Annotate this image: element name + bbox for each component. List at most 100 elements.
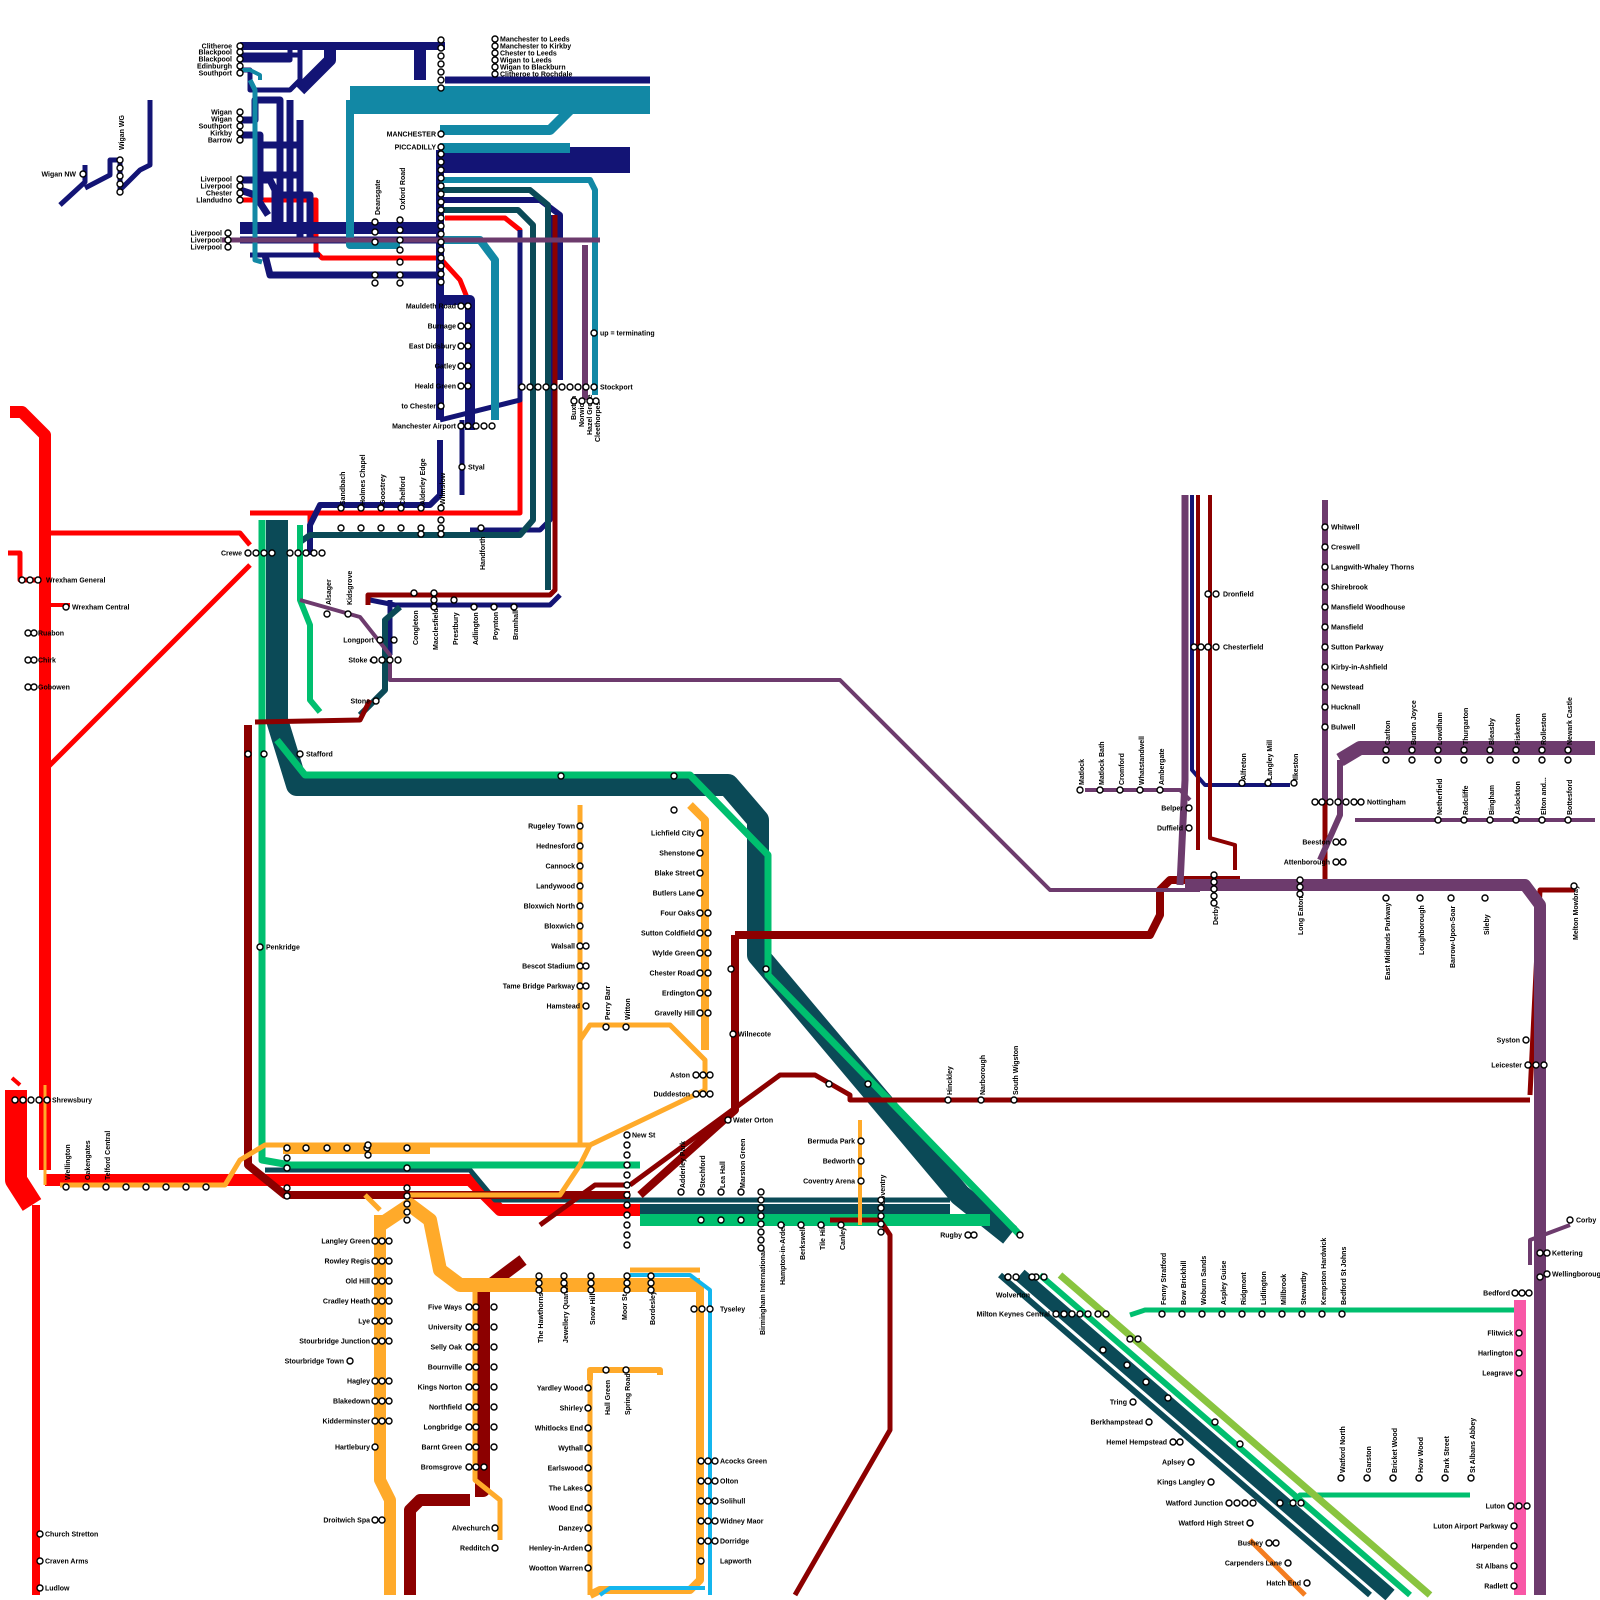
station-marker-rowley-regis	[371, 1257, 379, 1265]
station-marker-ridgmont	[1238, 1310, 1246, 1318]
station-marker-liverpool5	[224, 243, 232, 251]
station-marker-styal	[458, 463, 466, 471]
junction-marker	[437, 190, 445, 198]
station-label-derby: Derby	[1213, 905, 1220, 925]
junction-marker	[437, 182, 445, 190]
station-marker-bournville	[472, 1363, 480, 1371]
station-marker-crewe	[294, 549, 302, 557]
station-markers	[11, 35, 1578, 1592]
station-label-garston: Garston	[1366, 1446, 1373, 1473]
station-label-carpenders-park: Carpenders Lane	[1225, 1561, 1282, 1568]
line-west-coast	[265, 187, 1395, 1600]
station-label-prestbury: Prestbury	[453, 612, 460, 645]
station-marker-stockport	[558, 383, 566, 391]
station-label-longbridge: Longbridge	[424, 1425, 463, 1432]
station-marker-duffield	[1185, 824, 1193, 832]
junction-marker	[437, 262, 445, 270]
station-marker-stone	[372, 697, 380, 705]
station-marker-rugby	[964, 1231, 972, 1239]
station-marker-bedford	[1525, 1289, 1533, 1297]
station-marker-tring	[1129, 1398, 1137, 1406]
station-label-alsager: Alsager	[326, 579, 333, 605]
station-label-wigan-blackburn: Wigan to Blackburn	[500, 65, 566, 72]
station-marker-nottingham	[1334, 798, 1342, 806]
station-marker-wrexham-general	[26, 576, 34, 584]
station-label-bulwell: Bulwell	[1331, 725, 1356, 732]
station-label-beeston: Beeston	[1302, 840, 1330, 847]
station-marker-chesterfield	[1212, 643, 1220, 651]
junction-marker	[1276, 1499, 1284, 1507]
station-marker-solihull	[697, 1497, 705, 1505]
station-label-barnt-green: Barnt Green	[422, 1445, 462, 1452]
station-marker-manchester-airport	[457, 422, 465, 430]
station-label-luton: Luton	[1486, 1504, 1505, 1511]
station-marker-aslockton	[1512, 816, 1520, 824]
station-marker-selly-oak	[465, 1343, 473, 1351]
station-marker-kidderminster	[385, 1417, 393, 1425]
station-marker-stoke	[378, 656, 386, 664]
station-marker-acocks-green	[711, 1457, 719, 1465]
station-marker-manchester-airport	[464, 422, 472, 430]
station-label-cradley-heath: Cradley Heath	[323, 1299, 370, 1306]
station-label-whatstandwell: Whatstandwell	[1139, 736, 1146, 785]
station-marker-harlington	[1515, 1349, 1523, 1357]
station-marker-solihull	[704, 1497, 712, 1505]
station-label-southport2: Southport	[199, 124, 233, 131]
station-label-leicester: Leicester	[1491, 1063, 1522, 1070]
station-marker-manchester	[437, 130, 445, 138]
station-label-bournville: Bournville	[428, 1365, 462, 1372]
station-marker-new-st	[623, 1241, 631, 1249]
station-marker-northfield	[490, 1403, 498, 1411]
station-marker-barnt-green	[472, 1443, 480, 1451]
station-label-solihull: Solihull	[720, 1499, 745, 1506]
station-label-bedford-st-johns: Bedford St Johns	[1341, 1247, 1348, 1305]
station-marker-leicester	[1524, 1061, 1532, 1069]
station-marker-beeston	[1339, 838, 1347, 846]
station-marker-burton-joyce	[1408, 756, 1416, 764]
station-label-lichfield-city: Lichfield City	[651, 831, 695, 838]
station-label-kings-norton: Kings Norton	[418, 1385, 462, 1392]
station-marker-derby	[1210, 899, 1218, 907]
station-marker-alderley-edge	[417, 530, 425, 538]
station-marker-tile-hill	[817, 1221, 825, 1229]
station-marker-gravelly-hill	[696, 1009, 704, 1017]
station-marker-matlock-bath	[1096, 786, 1104, 794]
station-marker-deansgate	[371, 218, 379, 226]
station-marker-stourbridge-junction	[371, 1337, 379, 1345]
station-label-duffield: Duffield	[1157, 826, 1183, 833]
station-marker-chester	[236, 189, 244, 197]
station-marker-whitwell	[1321, 523, 1329, 531]
station-label-bramhall: Bramhall	[513, 610, 520, 640]
station-marker-nottingham	[1350, 798, 1358, 806]
junction-marker	[364, 1141, 372, 1149]
junction-marker	[437, 44, 445, 52]
station-label-rugby: Rugby	[940, 1233, 962, 1240]
station-marker-shirley	[584, 1404, 592, 1412]
station-marker-elton	[1538, 816, 1546, 824]
station-marker-crewe	[302, 549, 310, 557]
station-marker-macclesfield	[430, 589, 438, 597]
station-marker-mansfield	[1321, 623, 1329, 631]
station-marker-coventry	[877, 1204, 885, 1212]
station-marker-gobowen	[24, 683, 32, 691]
station-label-piccadilly: PICCADILLY	[395, 145, 437, 152]
station-label-ilkeston: Ilkeston	[1293, 754, 1300, 780]
station-label-lye: Lye	[358, 1319, 370, 1326]
station-marker-long-eaton	[1296, 883, 1304, 891]
station-marker-oxford-road	[396, 236, 404, 244]
station-label-stechford: Stechford	[700, 1155, 707, 1188]
junction-marker	[1084, 1310, 1092, 1318]
station-label-liverpool3: Liverpool	[190, 231, 222, 238]
station-marker-kings-langley	[1207, 1478, 1215, 1486]
station-marker-marston-green	[757, 1244, 765, 1252]
station-label-liverpool1: Liverpool	[200, 177, 232, 184]
junction-marker	[437, 214, 445, 222]
station-label-adlington: Adlington	[473, 612, 480, 645]
station-marker-loughborough	[1416, 894, 1424, 902]
station-label-kirkby-ashfield: Kirby-in-Ashfield	[1331, 665, 1387, 672]
station-marker-bloxwich-north	[576, 902, 584, 910]
station-marker-new-st	[623, 1181, 631, 1189]
station-marker-wigan1	[236, 108, 244, 116]
station-marker-berkswell	[797, 1221, 805, 1229]
station-marker-bescot-stadium	[582, 962, 590, 970]
